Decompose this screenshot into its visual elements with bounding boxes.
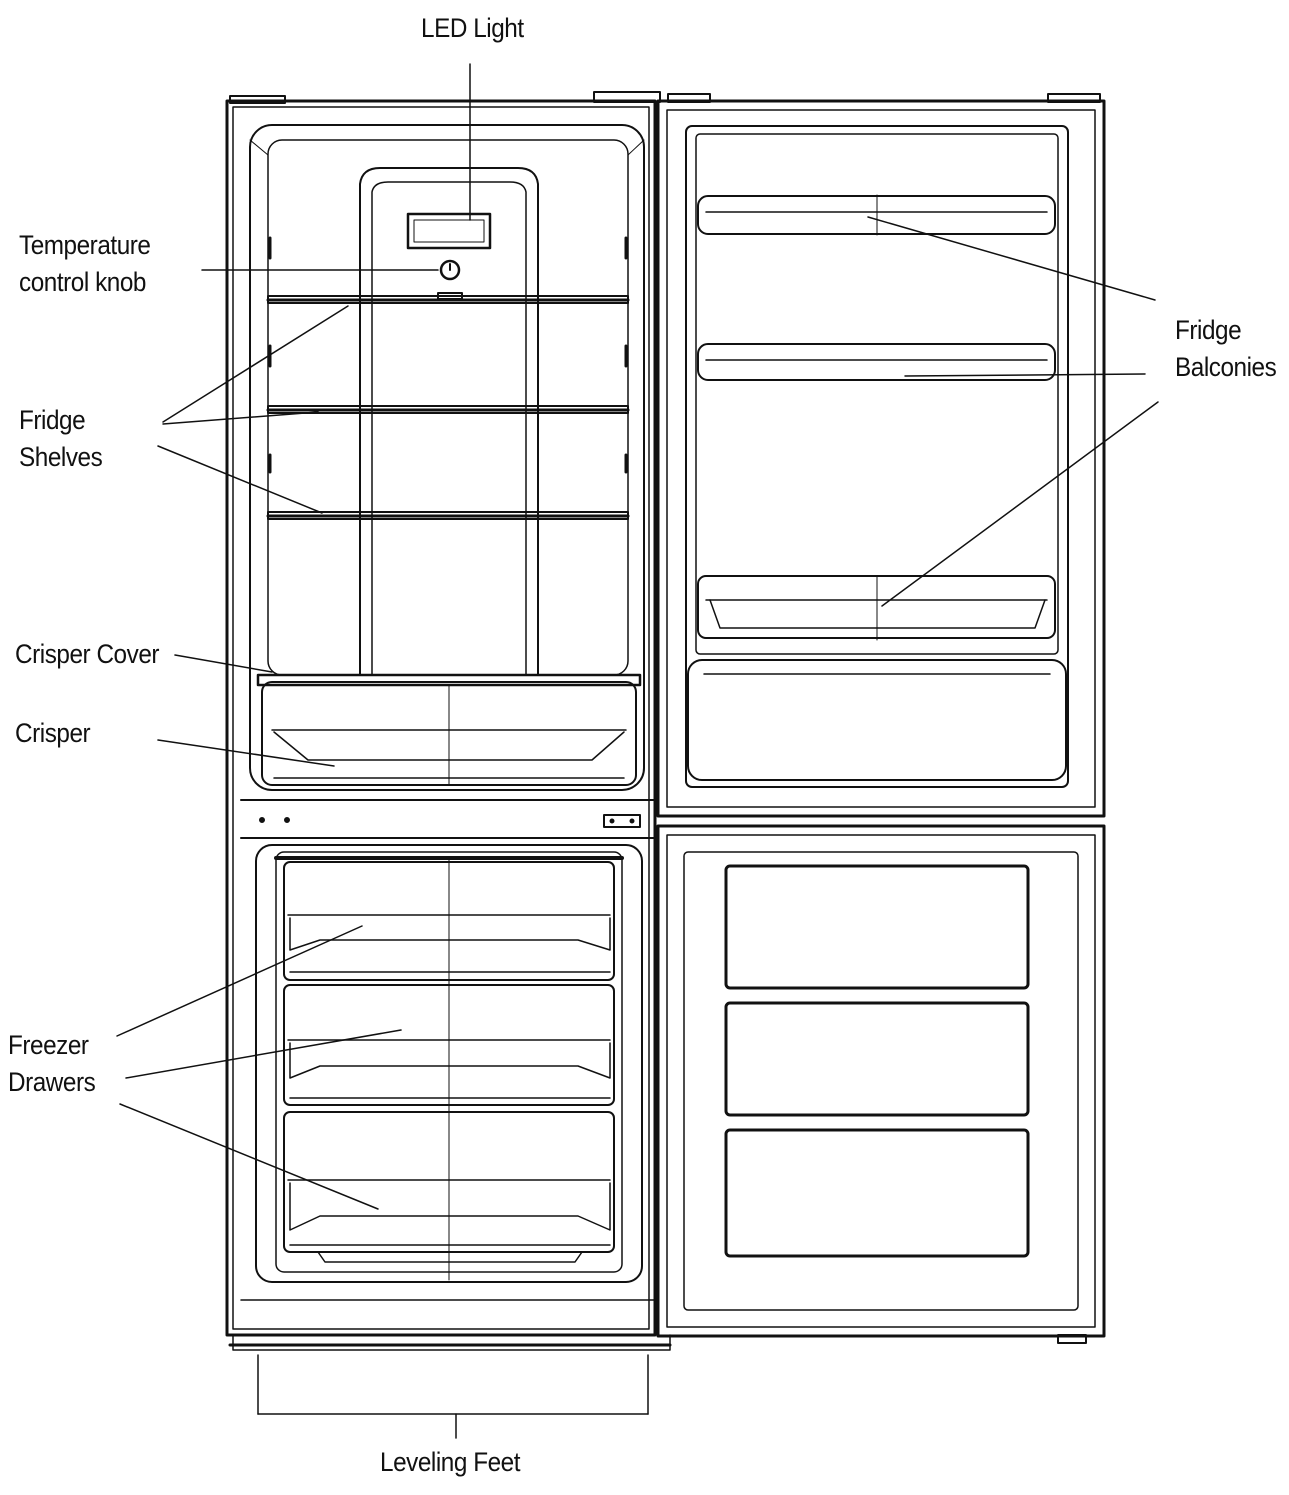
fridge-door-panel <box>695 133 1059 655</box>
light-column-inner <box>371 181 527 676</box>
door-top-hinge-right <box>1047 93 1101 103</box>
leader-freezer-drawer-1 <box>116 925 363 1037</box>
leader-fridge-balcony-2 <box>904 373 1146 377</box>
door-top-hinge <box>667 93 711 103</box>
cabinet-outer <box>225 99 657 1337</box>
freezer-compartment <box>240 844 656 1301</box>
fridge-door <box>656 93 1106 818</box>
label-freezer-drawers: Freezer Drawers <box>8 1027 96 1102</box>
freezer-door-frame <box>666 834 1096 1328</box>
led-light-panel <box>406 212 492 250</box>
leader-fridge-shelf-2 <box>162 411 319 425</box>
label-led-light-text: LED Light <box>421 13 524 43</box>
liner-depth-left <box>249 139 269 156</box>
freezer-door-outer <box>656 824 1106 1338</box>
light-column <box>359 167 539 676</box>
led-light-panel-inner <box>413 219 485 243</box>
fridge-door-bin <box>687 659 1067 781</box>
temperature-knob <box>439 259 461 281</box>
fridge-liner-outer <box>249 124 645 791</box>
leader-fridge-shelf-3 <box>157 445 323 514</box>
fridge-door-gasket <box>685 125 1069 788</box>
freezer-door-pocket-1 <box>724 864 1030 990</box>
label-leveling-feet: Leveling Feet <box>380 1444 520 1481</box>
leader-fridge-balcony-1 <box>867 216 1156 301</box>
freezer-door-pocket-3 <box>724 1128 1030 1258</box>
fridge-door-frame <box>666 109 1096 808</box>
label-fridge-shelves-line-1: Fridge <box>19 405 86 435</box>
label-crisper: Crisper <box>15 715 91 752</box>
label-fridge-balconies: Fridge Balconies <box>1175 312 1277 387</box>
label-fridge-shelves-line-2: Shelves <box>19 442 103 473</box>
light-column-outer <box>359 167 539 676</box>
leader-fridge-balcony-3 <box>881 401 1159 607</box>
label-freezer-drawers-line-2: Drawers <box>8 1067 96 1098</box>
crisper-assembly <box>256 673 642 786</box>
label-leveling-feet-text: Leveling Feet <box>380 1447 521 1477</box>
leader-lines <box>116 63 1159 1210</box>
freezer-door-panel <box>683 851 1079 1311</box>
label-led-light: LED Light <box>421 10 524 47</box>
crisper-tray <box>273 731 625 761</box>
top-hinge-left <box>229 95 286 104</box>
freezer-liner <box>255 844 643 1283</box>
label-temperature-line-2: control knob <box>19 267 146 298</box>
freezer-door-pocket-2 <box>724 1001 1030 1117</box>
leader-crisper-cover <box>174 654 273 673</box>
middle-hinge <box>603 814 641 828</box>
label-temperature-line-1: Temperature <box>19 230 151 260</box>
fridge-shelves <box>266 295 630 520</box>
label-fridge-shelves: Fridge Shelves <box>19 402 103 477</box>
leader-fridge-shelf-1 <box>162 305 349 423</box>
label-crisper-cover: Crisper Cover <box>15 636 159 673</box>
fridge-balcony-2 <box>697 343 1056 381</box>
top-hinge-right <box>593 91 661 103</box>
label-crisper-cover-text: Crisper Cover <box>15 639 160 669</box>
cabinet-inner <box>232 106 650 1330</box>
bottom-hinge <box>1057 1334 1087 1344</box>
fridge-compartment <box>249 124 645 791</box>
cabinet <box>225 91 672 1351</box>
leader-crisper <box>157 739 335 767</box>
leveling-feet-bracket <box>257 1354 649 1439</box>
label-temperature-control-knob: Temperature control knob <box>19 227 151 302</box>
leader-freezer-drawer-3 <box>119 1103 379 1210</box>
liner-depth-right <box>627 139 645 156</box>
label-fridge-balconies-line-1: Fridge <box>1175 315 1242 345</box>
label-fridge-balconies-line-2: Balconies <box>1175 352 1277 383</box>
crisper-cover <box>256 673 642 687</box>
fridge-door-outer <box>656 99 1106 818</box>
freezer-door <box>656 824 1106 1344</box>
base-trim <box>232 1334 671 1351</box>
leader-freezer-drawer-2 <box>125 1029 402 1079</box>
label-crisper-text: Crisper <box>15 718 91 748</box>
shelf-rails <box>268 236 628 474</box>
label-freezer-drawers-line-1: Freezer <box>8 1030 89 1060</box>
compartment-divider <box>240 799 656 839</box>
